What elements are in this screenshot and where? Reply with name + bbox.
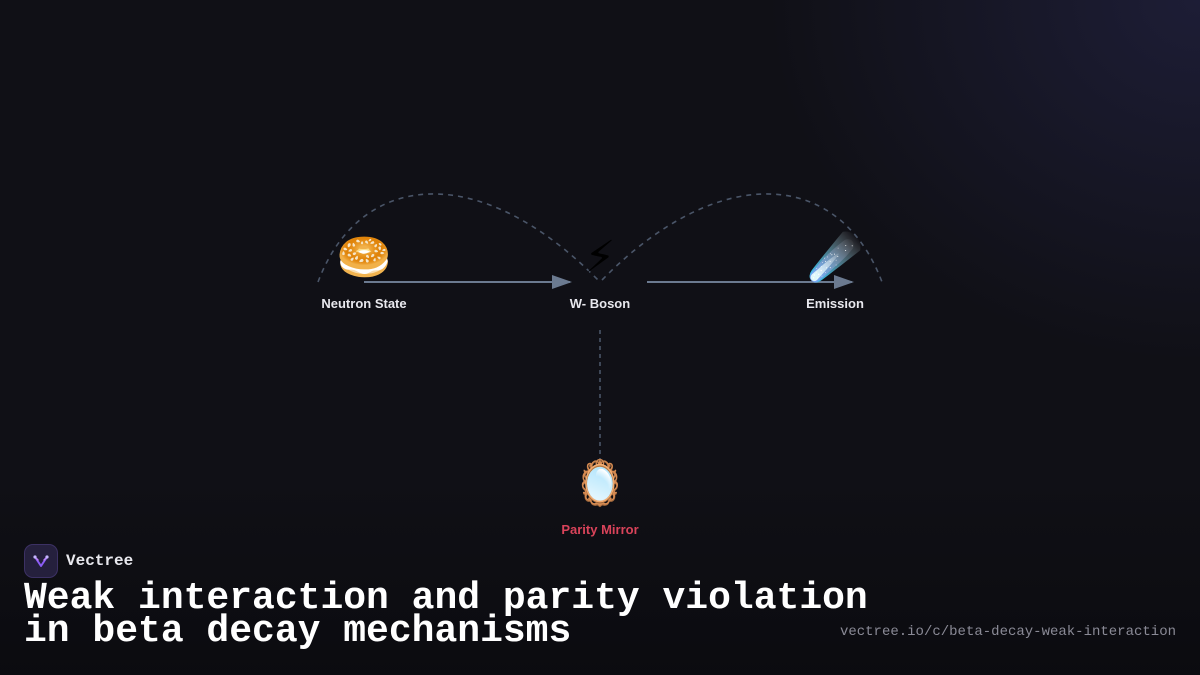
- node-w-boson: ⚡ W- Boson: [520, 232, 680, 311]
- node-neutron-state: 🥯 Neutron State: [284, 232, 444, 311]
- arc-boson-to-emission: [601, 193, 883, 283]
- title-line-1: Weak interaction and parity violation: [24, 577, 868, 620]
- node-label: Neutron State: [321, 296, 407, 311]
- comet-icon: ☄️: [807, 232, 863, 283]
- page-url: vectree.io/c/beta-decay-weak-interaction: [839, 624, 1176, 640]
- bagel-icon: 🥯: [336, 232, 392, 283]
- node-label: W- Boson: [569, 296, 631, 311]
- node-emission: ☄️ Emission: [755, 232, 915, 311]
- mirror-icon: 🪞: [572, 458, 628, 509]
- vectree-logo-icon: [24, 544, 58, 578]
- brand: Vectree: [24, 544, 133, 578]
- node-parity-mirror: 🪞 Parity Mirror: [520, 458, 680, 537]
- title-line-2: in beta decay mechanisms: [24, 610, 572, 653]
- node-label: Parity Mirror: [561, 522, 639, 537]
- arc-neutron-to-boson: [317, 193, 599, 283]
- brand-name: Vectree: [66, 552, 134, 570]
- page-title: Weak interaction and parity violation in…: [24, 580, 868, 651]
- node-label: Emission: [806, 296, 864, 311]
- lightning-icon: ⚡: [584, 232, 616, 283]
